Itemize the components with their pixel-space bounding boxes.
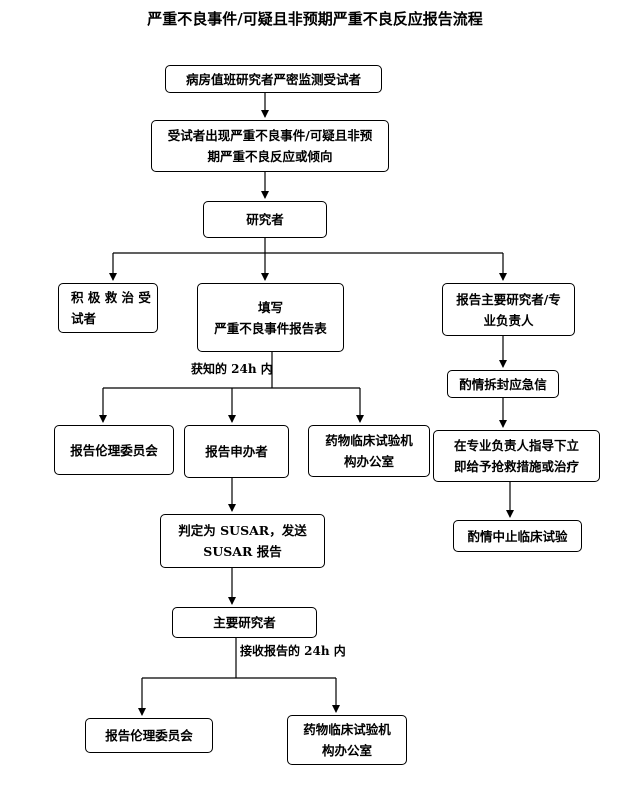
unblind-text: 酌情拆封应急信 xyxy=(459,376,547,392)
office1-text-line1: 药物临床试验机 xyxy=(325,433,413,448)
pi-box: 主要研究者 xyxy=(172,607,317,638)
treat-text-line1: 积 极 救 治 受 xyxy=(71,290,151,305)
occur-box: 受试者出现严重不良事件/可疑且非预 期严重不良反应或倾向 xyxy=(151,120,389,172)
fill-text-line2: 严重不良事件报告表 xyxy=(214,320,327,336)
ethics2-box: 报告伦理委员会 xyxy=(85,718,213,753)
researcher-text: 研究者 xyxy=(246,212,284,227)
ethics2-text: 报告伦理委员会 xyxy=(105,728,193,743)
monitor-text: 病房值班研究者严密监测受试者 xyxy=(185,71,361,87)
report-pi-box: 报告主要研究者/专 业负责人 xyxy=(442,283,575,336)
unblind-box: 酌情拆封应急信 xyxy=(447,370,559,398)
office2-box: 药物临床试验机 构办公室 xyxy=(287,715,407,765)
within-24h-label: 获知的 24h 内 xyxy=(191,362,273,376)
rescue-box: 在专业负责人指导下立 即给予抢救措施或治疗 xyxy=(433,430,600,482)
stop-trial-text: 酌情中止临床试验 xyxy=(467,528,568,544)
report-pi-text-line1: 报告主要研究者/专 xyxy=(456,291,561,307)
office2-text-line2: 构办公室 xyxy=(321,743,372,758)
occur-text-line2: 期严重不良反应或倾向 xyxy=(207,149,333,164)
page-title: 严重不良事件/可疑且非预期严重不良反应报告流程 xyxy=(147,10,483,28)
susar-box: 判定为 SUSAR，发送 SUSAR 报告 xyxy=(160,514,325,568)
monitor-box: 病房值班研究者严密监测受试者 xyxy=(165,65,382,93)
sponsor-box: 报告申办者 xyxy=(184,425,289,478)
receive-24h-label: 接收报告的 24h 内 xyxy=(240,644,346,658)
office2-text-line1: 药物临床试验机 xyxy=(303,722,391,737)
ethics1-box: 报告伦理委员会 xyxy=(54,425,174,475)
fill-report-box: 填写 严重不良事件报告表 xyxy=(197,283,344,352)
report-pi-text-line2: 业负责人 xyxy=(483,312,534,328)
rescue-text-line2: 即给予抢救措施或治疗 xyxy=(453,459,579,474)
researcher-box: 研究者 xyxy=(203,201,327,238)
susar-text-line1: 判定为 SUSAR，发送 xyxy=(178,523,307,538)
ethics1-text: 报告伦理委员会 xyxy=(70,442,158,458)
stop-trial-box: 酌情中止临床试验 xyxy=(453,520,582,552)
rescue-text-line1: 在专业负责人指导下立 xyxy=(453,438,579,453)
treat-box: 积 极 救 治 受 试者 xyxy=(58,283,158,333)
office1-text-line2: 构办公室 xyxy=(343,454,394,469)
occur-text-line1: 受试者出现严重不良事件/可疑且非预 xyxy=(167,128,373,143)
treat-text-line2: 试者 xyxy=(71,311,97,326)
susar-text-line2: SUSAR 报告 xyxy=(203,544,282,559)
office1-box: 药物临床试验机 构办公室 xyxy=(308,425,430,477)
pi-text: 主要研究者 xyxy=(213,615,276,630)
fill-text-line1: 填写 xyxy=(257,299,283,315)
sponsor-text: 报告申办者 xyxy=(205,444,268,459)
